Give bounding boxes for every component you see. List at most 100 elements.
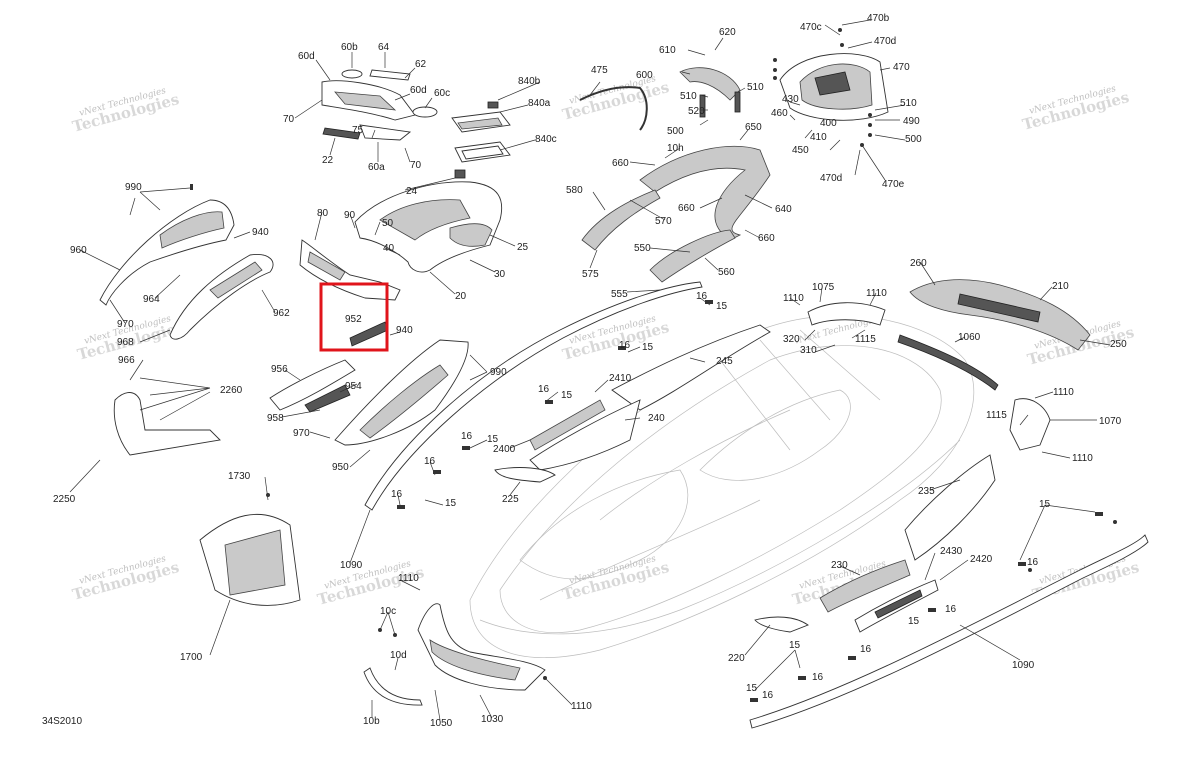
label-966: 966 — [118, 355, 135, 366]
part-group-470 — [779, 53, 889, 121]
part-group-960 — [99, 199, 274, 340]
label-610: 610 — [659, 45, 676, 56]
label-954: 954 — [345, 381, 362, 392]
label-1110: 1110 — [571, 701, 592, 712]
label-22: 22 — [322, 155, 334, 166]
hardware-fasteners — [190, 28, 1117, 702]
label-10h: 10h — [667, 143, 684, 154]
label-840c: 840c — [535, 134, 557, 145]
label-60c: 60c — [434, 88, 450, 99]
label-15: 15 — [1039, 499, 1051, 510]
label-1110: 1110 — [783, 293, 804, 304]
label-470c: 470c — [800, 22, 822, 33]
label-80: 80 — [317, 208, 329, 219]
label-968: 968 — [117, 337, 134, 348]
part-group-20 — [354, 169, 503, 273]
label-24: 24 — [406, 186, 418, 197]
label-962: 962 — [273, 308, 290, 319]
label-16: 16 — [1027, 557, 1039, 568]
label-16: 16 — [812, 672, 824, 683]
label-555: 555 — [611, 289, 628, 300]
label-60b: 60b — [341, 42, 358, 53]
label-840a: 840a — [528, 98, 551, 109]
label-940: 940 — [396, 325, 413, 336]
part-group-950 — [269, 339, 469, 446]
label-1730: 1730 — [228, 471, 251, 482]
label-1070: 1070 — [1099, 416, 1122, 427]
label-240: 240 — [648, 413, 665, 424]
label-250: 250 — [1110, 339, 1127, 350]
part-group-650 — [581, 145, 771, 251]
label-2410: 2410 — [609, 373, 632, 384]
label-2250: 2250 — [53, 494, 76, 505]
watermark: vNext Technologies Technologies — [70, 86, 181, 136]
label-15: 15 — [716, 301, 728, 312]
label-90: 90 — [344, 210, 356, 221]
label-2430: 2430 — [940, 546, 963, 557]
label-430: 430 — [782, 94, 799, 105]
label-10b: 10b — [363, 716, 380, 727]
label-70: 70 — [410, 160, 422, 171]
label-956: 956 — [271, 364, 288, 375]
watermark: vNext Technologies Technologies — [560, 314, 671, 364]
part-group-240 — [494, 324, 771, 483]
label-1075: 1075 — [812, 282, 835, 293]
part-550 — [649, 229, 736, 283]
label-1115: 1115 — [855, 334, 876, 345]
label-660: 660 — [678, 203, 695, 214]
label-16: 16 — [461, 431, 473, 442]
label-15: 15 — [908, 616, 920, 627]
label-16: 16 — [696, 291, 708, 302]
part-group-210 — [909, 279, 1091, 351]
label-560: 560 — [718, 267, 735, 278]
label-1110: 1110 — [1053, 387, 1074, 398]
label-225: 225 — [502, 494, 519, 505]
highlight-box — [319, 282, 389, 352]
part-1070 — [1009, 398, 1051, 451]
label-470b: 470b — [867, 13, 890, 24]
label-970: 970 — [293, 428, 310, 439]
label-952: 952 — [345, 314, 362, 325]
part-235 — [904, 454, 996, 561]
label-10d: 10d — [390, 650, 407, 661]
label-640: 640 — [775, 204, 792, 215]
watermark: vNext Technologies Technologies — [560, 74, 671, 124]
part-1090-right — [749, 534, 1149, 729]
label-550: 550 — [634, 243, 651, 254]
label-500: 500 — [667, 126, 684, 137]
watermark: vNext Technologies Technologies — [1020, 84, 1131, 134]
label-510: 510 — [680, 91, 697, 102]
part-group-840 — [451, 101, 511, 163]
label-15: 15 — [445, 498, 457, 509]
label-600: 600 — [636, 70, 653, 81]
label-15: 15 — [789, 640, 801, 651]
label-510: 510 — [747, 82, 764, 93]
label-990: 990 — [490, 367, 507, 378]
label-230: 230 — [831, 560, 848, 571]
part-1090-left — [364, 281, 703, 511]
label-1110: 1110 — [866, 288, 887, 299]
label-60a: 60a — [368, 162, 385, 173]
label-2420: 2420 — [970, 554, 993, 565]
label-580: 580 — [566, 185, 583, 196]
label-510: 510 — [900, 98, 917, 109]
label-990: 990 — [125, 182, 142, 193]
label-970: 970 — [117, 319, 134, 330]
label-70: 70 — [283, 114, 295, 125]
label-30: 30 — [494, 269, 506, 280]
part-number-labels: 60d 60b 64 62 60d 60c 70 75 22 60a 70 84… — [42, 13, 1127, 729]
part-group-1030 — [363, 603, 546, 706]
label-260: 260 — [910, 258, 927, 269]
leader-lines — [69, 19, 1111, 721]
watermark: vNext Technologies Technologies — [70, 554, 181, 604]
part-2250 — [113, 392, 221, 456]
label-450: 450 — [792, 145, 809, 156]
label-16: 16 — [538, 384, 550, 395]
label-16: 16 — [860, 644, 872, 655]
label-950: 950 — [332, 462, 349, 473]
label-62: 62 — [415, 59, 427, 70]
label-235: 235 — [918, 486, 935, 497]
label-490: 490 — [903, 116, 920, 127]
label-40: 40 — [383, 243, 395, 254]
